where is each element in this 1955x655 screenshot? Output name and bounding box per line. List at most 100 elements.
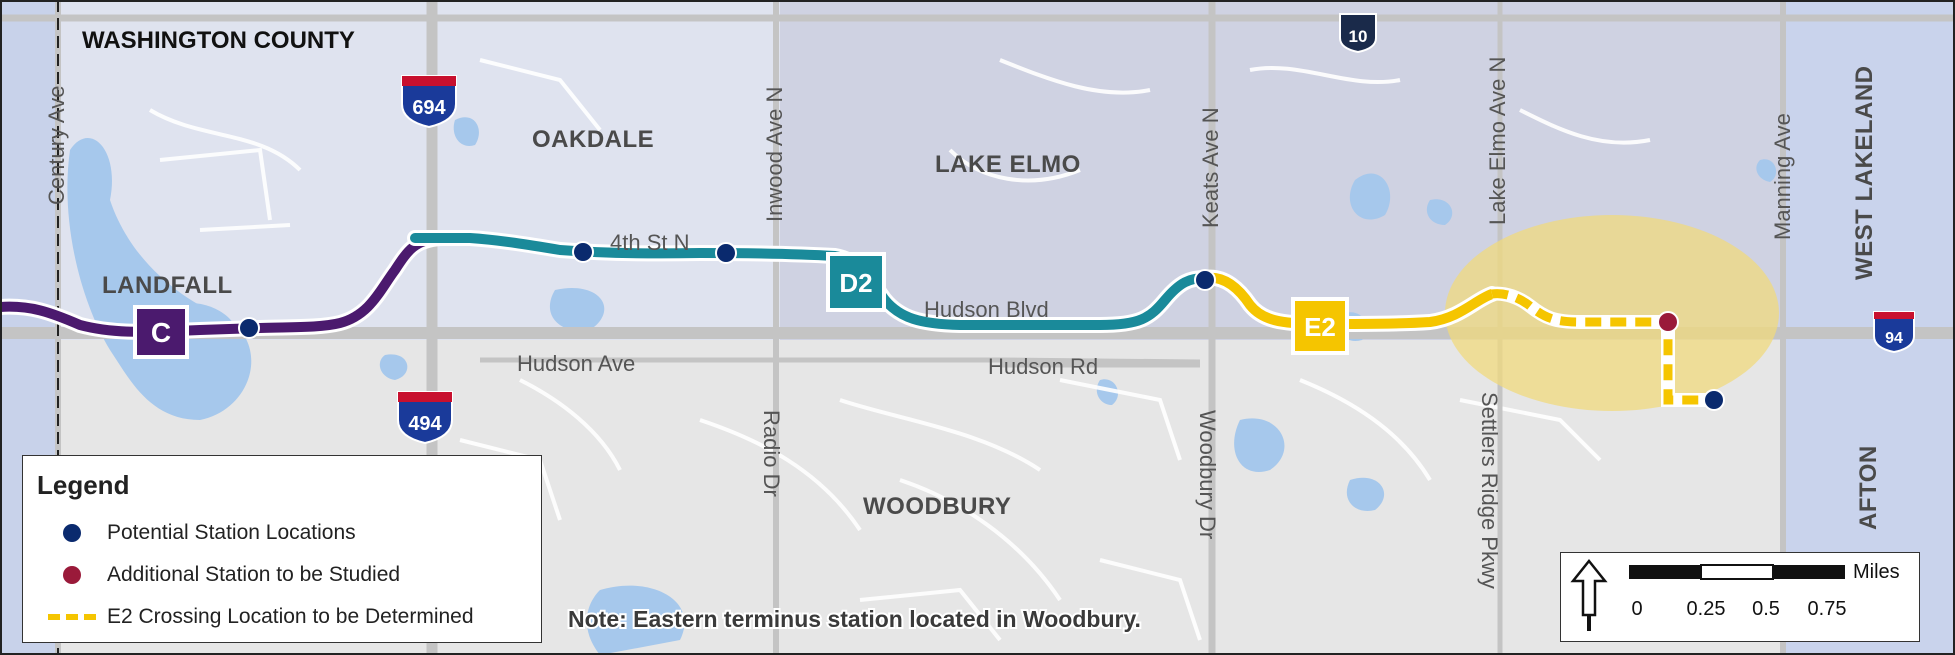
us-highway-shield-icon — [1339, 13, 1377, 54]
route-c-line — [0, 233, 445, 337]
street-label: Century Ave — [44, 86, 69, 205]
additional-station-dot-icon — [63, 566, 81, 584]
dashed-line-icon — [48, 614, 96, 620]
local-street — [199, 223, 291, 232]
street-label: Inwood Ave N — [762, 87, 787, 222]
scale-unit: Miles — [1853, 561, 1900, 583]
interstate-shield-top — [402, 76, 456, 86]
segment-badge-label: C — [151, 317, 171, 348]
local-street — [1299, 378, 1432, 482]
lake — [1349, 173, 1391, 220]
scale-segment — [1700, 564, 1774, 580]
interstate-shield-top — [398, 392, 452, 402]
street-label: Hudson Ave — [517, 351, 635, 376]
station-marker — [238, 317, 260, 339]
local-street — [1099, 558, 1202, 641]
interstate-shield-icon — [397, 391, 453, 445]
local-street — [1059, 378, 1182, 461]
shield-number: 10 — [1349, 27, 1368, 46]
map-note: Note: Eastern terminus station located i… — [568, 606, 1141, 632]
street-label: Settlers Ridge Pkwy — [1477, 392, 1502, 589]
street-label: Hudson Blvd — [924, 297, 1049, 322]
shield-694: 694 — [401, 75, 457, 129]
scale-tick: 0.25 — [1687, 598, 1726, 620]
local-street — [1249, 65, 1401, 85]
e2-crossing-line — [1491, 289, 1714, 405]
legend-title: Legend — [37, 470, 130, 500]
street-label: Radio Dr — [759, 410, 784, 497]
stations — [238, 241, 1725, 411]
segment-badge-box — [826, 252, 886, 312]
municipality-label-landfall: LANDFALL — [102, 272, 233, 299]
municipality-label-afton: AFTON — [1855, 445, 1882, 530]
segment-badge-label: D2 — [839, 268, 872, 298]
station-marker — [1194, 269, 1216, 291]
street-label: 4th St N — [610, 230, 689, 255]
shield-number: 494 — [408, 413, 442, 435]
street-label: Keats Ave N — [1198, 107, 1223, 228]
segment-badge-box — [1291, 297, 1349, 355]
legend-item-e2-crossing: E2 Crossing Location to be Determined — [37, 602, 474, 632]
interstate-shield-icon — [401, 75, 457, 129]
lake — [549, 288, 605, 331]
local-street — [699, 418, 862, 532]
station-marker — [572, 241, 594, 263]
scale-segment — [1773, 565, 1845, 579]
study-area-ellipse — [1445, 215, 1779, 411]
lake — [1234, 418, 1285, 472]
legend-symbol — [37, 560, 107, 590]
legend-item-label: Additional Station to be Studied — [107, 563, 401, 586]
scale-tick: 0.75 — [1808, 598, 1847, 620]
segment-badge-label: E2 — [1304, 312, 1336, 342]
shield-number: 694 — [412, 97, 446, 119]
legend-item-label: Potential Station Locations — [107, 521, 356, 544]
lake — [1756, 159, 1777, 182]
lake — [379, 354, 408, 380]
segment-badge-e2: E2 — [1291, 297, 1349, 355]
local-street — [519, 378, 622, 471]
local-street — [148, 108, 302, 172]
shield-number: 94 — [1885, 330, 1903, 347]
local-street — [839, 398, 1042, 472]
scale-tick: 0.5 — [1752, 598, 1780, 620]
lake — [1426, 199, 1453, 225]
lake — [1096, 379, 1119, 405]
local-street — [159, 147, 272, 221]
local-street — [479, 58, 602, 132]
local-street — [1519, 108, 1651, 145]
municipality-label-lake-elmo: LAKE ELMO — [935, 151, 1081, 178]
municipality-label-oakdale: OAKDALE — [532, 126, 654, 153]
street-label: Woodbury Dr — [1195, 410, 1220, 539]
legend-item-additional-station: Additional Station to be Studied — [37, 560, 400, 590]
local-street — [859, 587, 1002, 642]
street-label: Lake Elmo Ave N — [1485, 57, 1510, 225]
additional-station-marker — [1657, 311, 1679, 333]
shield-494: 494 — [397, 391, 453, 445]
local-street — [999, 58, 1151, 95]
interstate-shield-icon — [1873, 311, 1915, 354]
segment-badge-d2: D2 — [826, 252, 886, 312]
shield-10: 10 — [1339, 13, 1377, 54]
road-hudson-ave — [480, 357, 1201, 365]
lake — [586, 585, 685, 655]
local-streets — [148, 58, 1651, 642]
local-street — [948, 148, 1081, 183]
legend-item-potential-station: Potential Station Locations — [37, 518, 356, 548]
local-street — [1459, 398, 1602, 462]
segment-badge-c: C — [133, 305, 189, 359]
station-dot-icon — [63, 524, 81, 542]
scale-bar-graphic: Miles 0 0.25 0.5 0.75 — [1570, 558, 1900, 631]
county-label: WASHINGTON COUNTY — [82, 27, 355, 54]
street-label: Manning Ave — [1770, 113, 1795, 240]
interstate-shield-top — [1874, 312, 1914, 319]
legend-symbol — [37, 518, 107, 548]
north-arrow-icon — [1570, 558, 1608, 631]
station-marker — [1703, 389, 1725, 411]
station-marker — [715, 242, 737, 264]
local-street — [899, 478, 1062, 602]
segment-badge-box — [133, 305, 189, 359]
lake — [1346, 477, 1385, 511]
scale-tick: 0 — [1631, 598, 1642, 620]
